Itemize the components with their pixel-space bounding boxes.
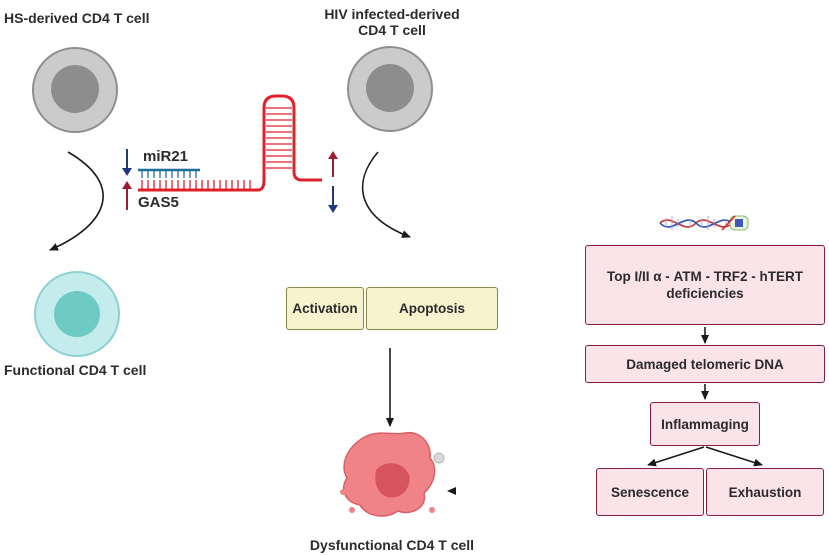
inflammaging-box: Inflammaging bbox=[650, 402, 760, 446]
inflam-to-senescence-arrow bbox=[647, 446, 705, 467]
mir21-label: miR21 bbox=[143, 148, 189, 165]
damaged-dna-box: Damaged telomeric DNA bbox=[585, 345, 825, 383]
hiv-cell-label-line1: HIV infected-derived bbox=[324, 6, 460, 22]
activation-box: Activation bbox=[286, 287, 364, 330]
gas5-label: GAS5 bbox=[138, 194, 179, 211]
dysfunctional-cell-label: Dysfunctional CD4 T cell bbox=[309, 537, 475, 553]
hiv-down-arrow-icon bbox=[328, 186, 338, 213]
dysfunctional-cell-icon bbox=[340, 431, 445, 517]
hiv-cell-label: HIV infected-derived CD4 T cell bbox=[324, 6, 459, 38]
dna-helix-icon bbox=[659, 215, 749, 231]
deficiencies-line1: Top I/II α - ATM - TRF2 - hTERT bbox=[606, 269, 803, 284]
hs-cell-label: HS-derived CD4 T cell bbox=[4, 10, 150, 26]
deficiencies-box: Top I/II α - ATM - TRF2 - hTERT deficien… bbox=[585, 245, 825, 325]
hiv-to-activation-arrow bbox=[361, 151, 411, 238]
hiv-up-arrow-icon bbox=[328, 151, 338, 177]
functional-cell-icon bbox=[34, 271, 120, 357]
hiv-cell-label-line2: CD4 T cell bbox=[358, 22, 426, 38]
hs-cell-icon bbox=[32, 47, 118, 133]
functional-cell-label: Functional CD4 T cell bbox=[4, 362, 147, 378]
senescence-box: Senescence bbox=[596, 468, 704, 516]
hiv-cell-icon bbox=[347, 46, 433, 132]
deficiencies-line2: deficiencies bbox=[666, 286, 744, 301]
gas5-up-arrow-icon bbox=[122, 181, 132, 210]
mir21-down-arrow-icon bbox=[122, 149, 132, 176]
gas5-rna-hairpin bbox=[138, 94, 322, 192]
mir21-strand bbox=[138, 168, 200, 178]
inflam-to-exhaustion-arrow bbox=[705, 446, 763, 467]
exhaustion-box: Exhaustion bbox=[706, 468, 824, 516]
hs-to-functional-arrow bbox=[49, 151, 104, 251]
apoptosis-box: Apoptosis bbox=[366, 287, 498, 330]
